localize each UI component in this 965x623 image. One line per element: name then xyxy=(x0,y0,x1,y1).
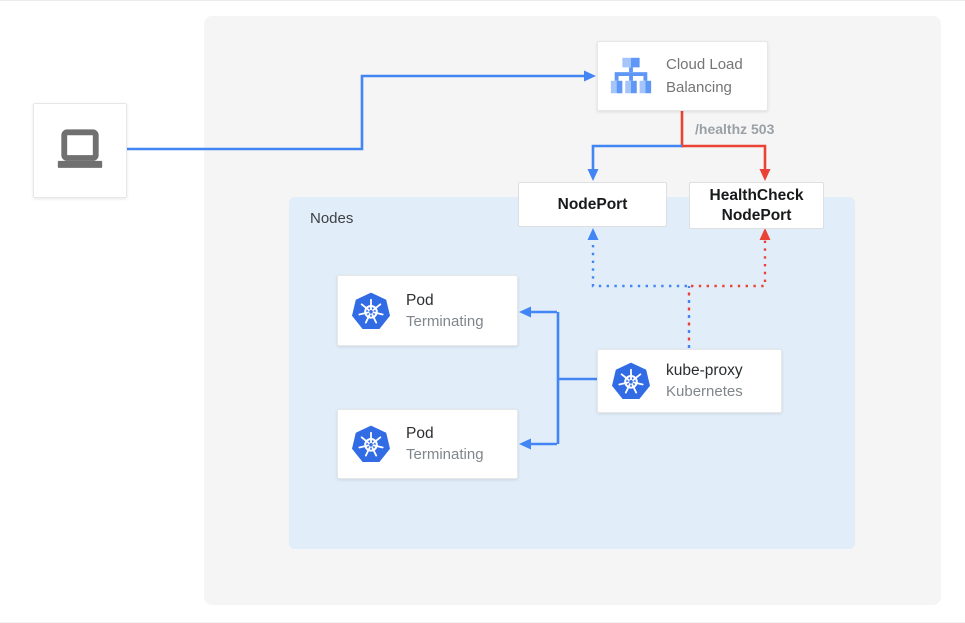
pod-title: Pod xyxy=(406,291,434,309)
kubernetes-icon xyxy=(352,292,390,329)
kube-proxy-title: kube-proxy xyxy=(666,362,743,379)
kube-proxy-subtitle: Kubernetes xyxy=(666,383,743,400)
pod-terminating-box-1: Pod Terminating xyxy=(337,275,518,346)
healthz-503-label: /healthz 503 xyxy=(695,121,775,137)
nodeport-label: NodePort xyxy=(557,195,628,213)
nodes-group-label: Nodes xyxy=(310,210,354,227)
pod-title: Pod xyxy=(406,425,434,442)
kube-proxy-box: kube-proxy Kubernetes xyxy=(597,349,782,413)
cloud-load-balancing-box: Cloud Load Balancing xyxy=(597,41,768,111)
client-box xyxy=(33,103,127,198)
load-balancer-icon xyxy=(610,57,652,94)
kubernetes-icon xyxy=(352,425,390,462)
pod-status: Terminating xyxy=(406,446,484,463)
healthcheck-nodeport-box: HealthCheck NodePort xyxy=(689,182,824,229)
healthcheck-nodeport-label: HealthCheck NodePort xyxy=(709,186,804,224)
nodeport-box: NodePort xyxy=(518,182,667,227)
pod-status: Terminating xyxy=(406,312,484,330)
laptop-icon xyxy=(57,128,103,168)
pod-terminating-box-2: Pod Terminating xyxy=(337,409,518,479)
kubernetes-icon xyxy=(612,362,650,399)
cloud-load-balancing-label: Cloud Load Balancing xyxy=(666,56,743,96)
